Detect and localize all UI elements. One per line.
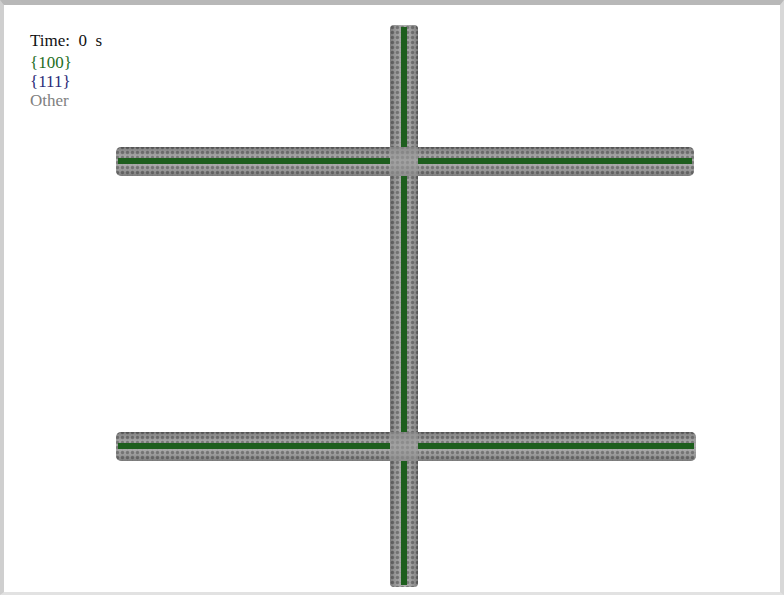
legend-entry: Other <box>30 92 69 109</box>
legend-entry: {111} <box>30 73 71 90</box>
time-label: Time: 0 s <box>30 32 102 49</box>
legend-entry: {100} <box>30 54 72 71</box>
horizontal-nanowire <box>116 147 694 176</box>
horizontal-nanowire <box>116 432 696 461</box>
vertical-nanowire <box>390 25 418 587</box>
